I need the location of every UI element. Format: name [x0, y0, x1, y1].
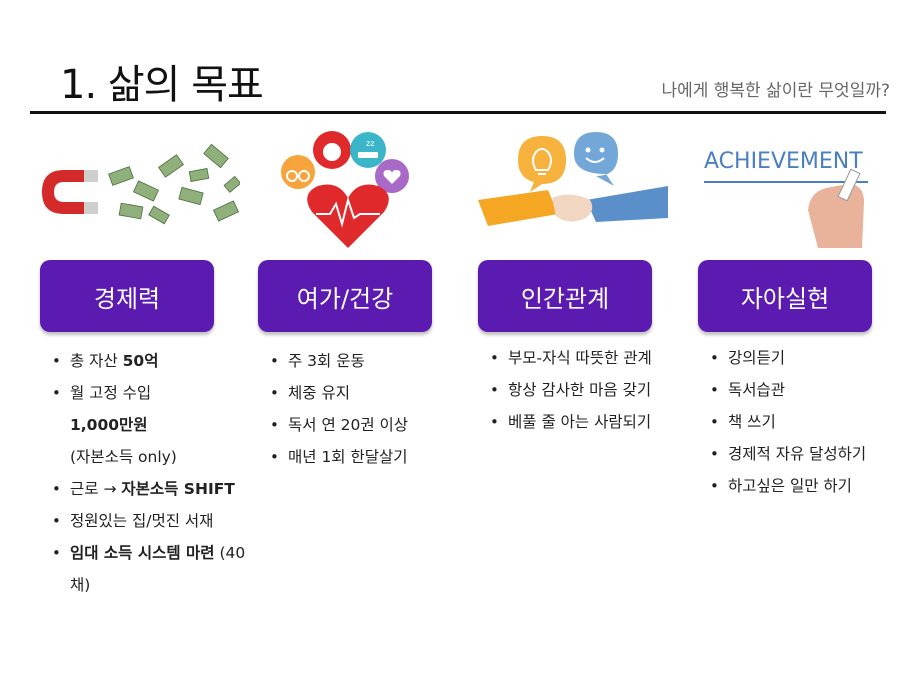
handshake-icon: [478, 132, 668, 226]
list-item: 경제적 자유 달성하기: [710, 438, 908, 470]
list-item: 항상 감사한 마음 갖기: [490, 374, 688, 406]
list-item: 임대 소득 시스템 마련 (40채): [52, 537, 250, 601]
list-item: 매년 1회 한달살기: [270, 441, 468, 473]
list-item: 체중 유지: [270, 377, 468, 409]
list-item: 독서습관: [710, 374, 908, 406]
health-heart-icon: zz: [281, 131, 409, 248]
goal-list-leisure-health: 주 3회 운동 체중 유지 독서 연 20권 이상 매년 1회 한달살기: [258, 345, 468, 473]
list-item: 독서 연 20권 이상: [270, 409, 468, 441]
list-item: 하고싶은 일만 하기: [710, 470, 908, 502]
achievement-hand-icon: ACHIEVEMENT: [704, 149, 868, 248]
goal-badge-wealth: 경제력: [40, 260, 214, 332]
magnet-money-icon: [42, 143, 240, 225]
goal-list-self-actualization: 강의듣기 독서습관 책 쓰기 경제적 자유 달성하기 하고싶은 일만 하기: [698, 342, 908, 502]
svg-text:zz: zz: [366, 139, 374, 148]
list-item: 부모-자식 따뜻한 관계: [490, 342, 688, 374]
list-item: 강의듣기: [710, 342, 908, 374]
goal-list-wealth: 총 자산 50억 월 고정 수입 1,000만원 (자본소득 only) 근로 …: [40, 345, 250, 601]
list-item: 근로 → 자본소득 SHIFT: [52, 473, 250, 505]
title-divider: [30, 111, 886, 114]
list-item: 정원있는 집/멋진 서재: [52, 505, 250, 537]
page-title: 1. 삶의 목표: [60, 62, 264, 108]
page-subtitle: 나에게 행복한 삶이란 무엇일까?: [661, 81, 890, 101]
list-item: 책 쓰기: [710, 406, 908, 438]
goal-badge-leisure-health: 여가/건강: [258, 260, 432, 332]
list-item: 베풀 줄 아는 사람되기: [490, 406, 688, 438]
list-item: 총 자산 50억: [52, 345, 250, 377]
goal-badge-relationships: 인간관계: [478, 260, 652, 332]
achievement-text: ACHIEVEMENT: [704, 149, 863, 174]
list-item: 월 고정 수입 1,000만원 (자본소득 only): [52, 377, 250, 473]
list-item: 주 3회 운동: [270, 345, 468, 377]
goal-badge-self-actualization: 자아실현: [698, 260, 872, 332]
goal-list-relationships: 부모-자식 따뜻한 관계 항상 감사한 마음 갖기 베풀 줄 아는 사람되기: [478, 342, 688, 438]
